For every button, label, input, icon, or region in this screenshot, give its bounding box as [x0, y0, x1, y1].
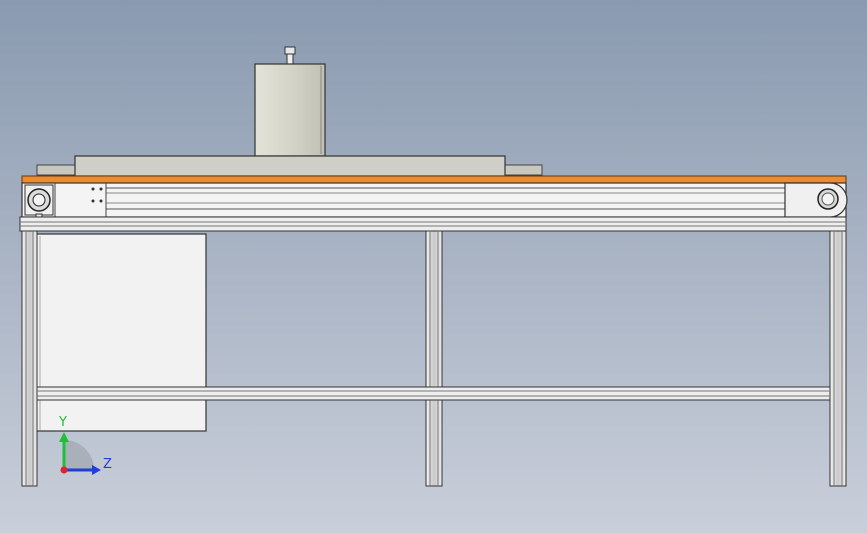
conveyor-belt[interactable] — [21, 175, 847, 184]
motor-top-nut — [284, 46, 296, 55]
coordinate-triad: Y Z — [58, 415, 112, 475]
triad-plane — [64, 440, 94, 470]
leg-right[interactable] — [829, 230, 847, 487]
motor-box — [254, 63, 326, 157]
control-panel[interactable] — [35, 233, 207, 432]
conveyor-rail[interactable] — [21, 182, 847, 218]
x-axis-dot — [60, 466, 68, 474]
idler-end-cap[interactable] — [784, 182, 848, 218]
motor-assembly[interactable] — [254, 46, 326, 157]
leg-left[interactable] — [21, 230, 38, 487]
lower-frame-rail[interactable] — [19, 216, 847, 232]
cover-plate-front — [74, 155, 506, 177]
drive-end-cap[interactable] — [24, 184, 54, 225]
leg-middle[interactable] — [425, 230, 443, 487]
motor-shaft — [286, 53, 294, 65]
y-axis-label: Y — [58, 415, 67, 430]
z-axis-label: Z — [103, 457, 112, 472]
cover-plate[interactable] — [36, 155, 543, 177]
lower-cross-beam[interactable] — [36, 386, 831, 401]
